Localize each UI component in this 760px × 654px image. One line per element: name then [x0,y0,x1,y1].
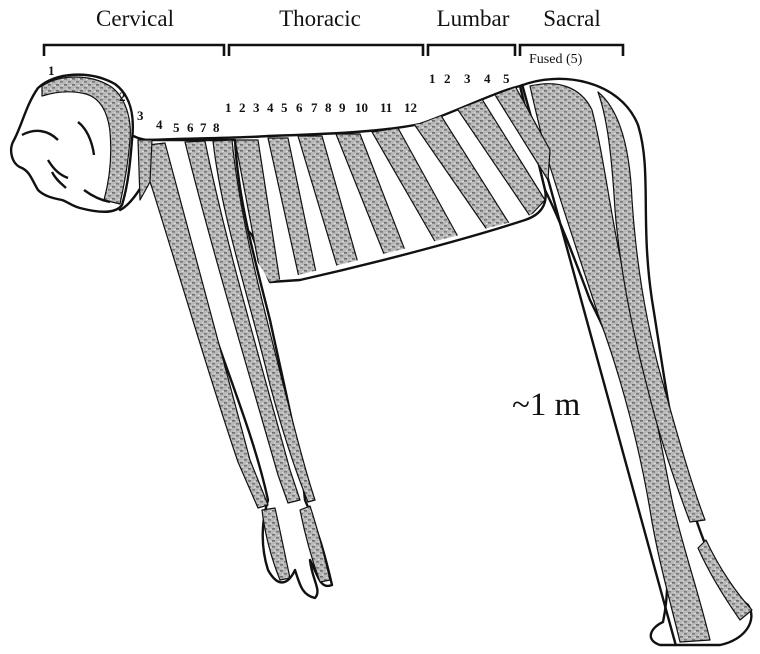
thoracic-number: 8 [325,100,332,115]
bracket-cervical [44,45,224,56]
cervical-number: 2 [119,89,126,104]
thoracic-number: 9 [339,100,346,115]
cervical-number: 3 [137,108,144,123]
thoracic-numbers: 1 2 3 4 5 6 7 8 9 10 11 12 [225,100,417,115]
thoracic-number: 1 [225,100,232,115]
thoracic-number: 12 [404,100,417,115]
cervical-number: 4 [156,117,163,132]
lumbar-number: 5 [503,71,510,86]
region-label-lumbar: Lumbar [437,6,510,31]
region-label-cervical: Cervical [96,6,174,31]
thoracic-number: 5 [281,100,288,115]
lumbar-number: 3 [464,71,471,86]
cervical-number: 1 [48,63,55,78]
bracket-lumbar [428,45,515,56]
lumbar-number: 1 [429,71,436,86]
region-label-sacral: Sacral [543,6,600,31]
lumbar-number: 4 [484,71,491,86]
region-label-thoracic: Thoracic [279,6,361,31]
lumbar-numbers: 1 2 3 4 5 [429,71,510,86]
thoracic-number: 6 [296,100,303,115]
lumbar-number: 2 [444,71,451,86]
thoracic-number: 10 [355,100,368,115]
neck-dermatome-stripe [138,140,152,200]
thoracic-number: 7 [311,100,318,115]
bracket-thoracic [229,45,423,56]
cervical-number: 6 [187,120,194,135]
thoracic-number: 11 [380,100,392,115]
thoracic-number: 4 [267,100,274,115]
thoracic-number: 2 [239,100,246,115]
cervical-number: 5 [173,120,180,135]
thoracic-number: 3 [253,100,260,115]
sacral-fused-label: Fused (5) [529,52,583,67]
cervical-number: 7 [200,120,207,135]
scale-label: ~1 m [512,387,581,423]
cervical-number: 8 [213,120,220,135]
